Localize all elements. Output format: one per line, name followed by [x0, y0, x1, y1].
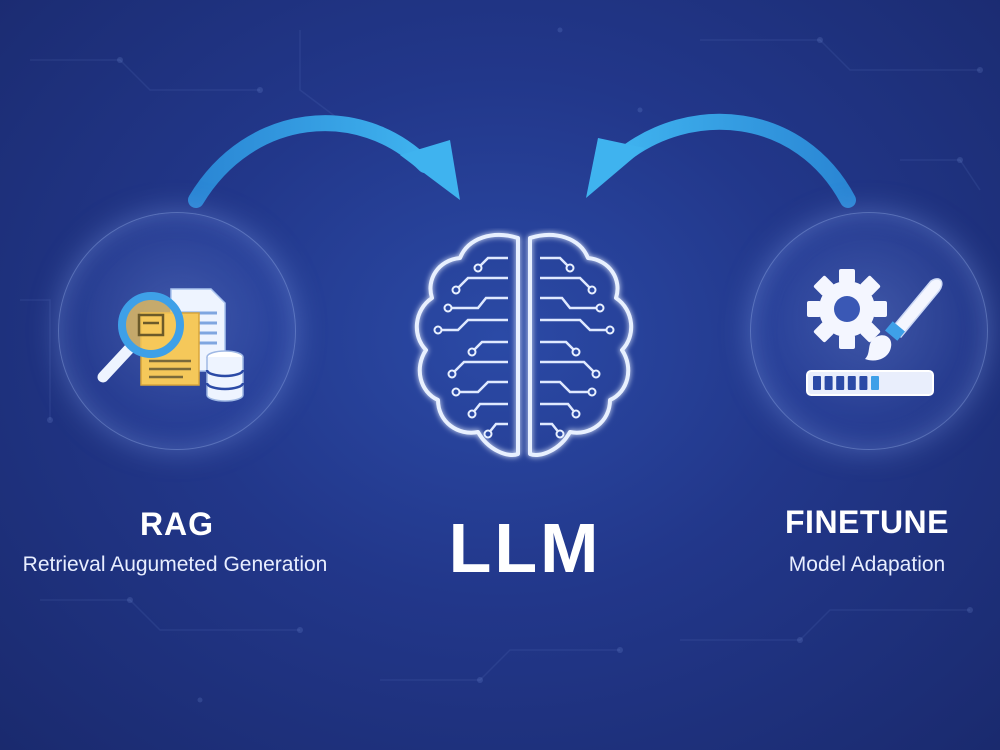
progress-cell — [859, 376, 868, 390]
paintbrush-icon — [865, 278, 943, 361]
rag-illustration — [97, 288, 245, 402]
finetune-title: FINETUNE — [785, 504, 949, 540]
finetune-illustration — [806, 269, 943, 396]
progress-cell — [847, 376, 856, 390]
finetune-node — [750, 212, 988, 450]
progress-cell — [824, 376, 833, 390]
progress-cell — [871, 376, 879, 390]
progress-bar-icon — [806, 370, 934, 396]
arrow-rag-to-llm — [188, 115, 460, 208]
database-icon — [205, 350, 245, 402]
rag-title: RAG — [139, 506, 215, 542]
llm-title: LLM — [448, 509, 602, 587]
rag-subtitle: Retrieval Augumeted Generation — [22, 553, 328, 576]
gear-icon — [807, 269, 887, 349]
arrow-finetune-to-llm — [586, 113, 856, 208]
rag-node — [58, 212, 296, 450]
progress-cell — [836, 376, 845, 390]
finetune-subtitle: Model Adapation — [788, 553, 946, 576]
brain-circuit-icon — [414, 232, 634, 457]
magnifier-icon — [97, 292, 184, 383]
progress-cell — [813, 376, 821, 390]
